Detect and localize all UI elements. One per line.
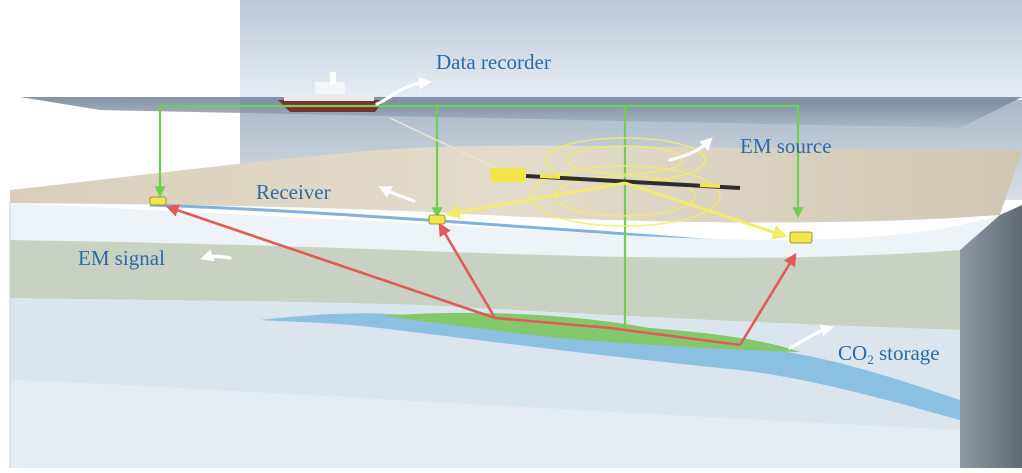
aquifer-layer	[260, 313, 960, 420]
sediment-light-layer	[10, 203, 1000, 258]
co2-suffix: storage	[873, 341, 940, 365]
label-co2-storage: CO2 storage	[838, 341, 940, 367]
em-source-sled-icon	[389, 117, 741, 190]
co2-plume	[380, 312, 800, 352]
label-data-recorder: Data recorder	[436, 50, 551, 74]
label-em-signal: EM signal	[78, 246, 165, 270]
label-receiver: Receiver	[256, 180, 331, 204]
sediment-pale-layer	[10, 298, 960, 430]
label-em-source: EM source	[740, 134, 832, 158]
receiver-node-icon	[149, 196, 813, 244]
co2-prefix: CO	[838, 341, 868, 365]
seabed-surface	[10, 145, 1022, 223]
callout-arrows	[200, 76, 834, 350]
sea-surface	[20, 97, 1022, 128]
block-side-face	[960, 205, 1022, 468]
co2-subscript: 2	[867, 352, 874, 367]
em-direct-arrows	[445, 181, 788, 240]
sediment-green-layer	[10, 240, 960, 330]
recorder-cables	[154, 104, 804, 330]
base-layer	[10, 380, 960, 468]
em-signal-paths	[165, 204, 797, 347]
